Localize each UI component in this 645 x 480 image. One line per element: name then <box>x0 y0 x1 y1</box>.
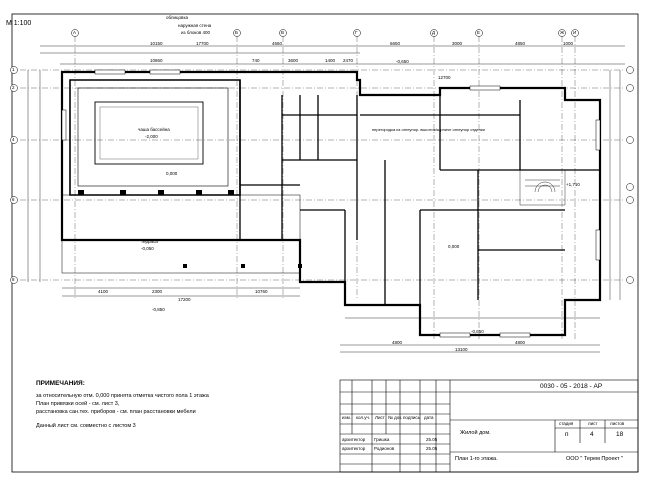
dim-seg-4: 3000 <box>452 41 463 46</box>
bottom-dimension-lines <box>62 287 600 353</box>
dim-sub-2: 740 <box>252 58 260 63</box>
dim-seg-3: 6650 <box>390 41 401 46</box>
tb-stage: п <box>565 431 569 438</box>
dim-sub-7: 12700 <box>438 75 451 80</box>
dim-seg-5: 4850 <box>515 41 526 46</box>
scale-label: М 1:100 <box>6 20 32 27</box>
interior-walls <box>239 80 600 305</box>
dim-bottom-left-total: 17200 <box>178 297 191 302</box>
tb-stage-header: стадия <box>559 421 574 426</box>
tb-object: Жилой дом. <box>460 430 491 436</box>
tb-header-date: дата <box>424 415 434 420</box>
dim-bottom-right-2: 4800 <box>515 340 526 345</box>
level-a-bottom: -0,650 <box>471 329 484 334</box>
axis-e: Е <box>477 30 481 35</box>
tb-sheets-header: листов <box>610 421 625 426</box>
dim-seg-6: 1000 <box>563 41 574 46</box>
tb-header-sign: подпись <box>403 415 421 420</box>
tb-role-2: архитектор <box>342 446 366 451</box>
partition-note: перегородка из огнеупор. высоток/кирпичн… <box>372 127 485 132</box>
drawing-code: 0030 - 05 - 2018 - АР <box>540 383 603 390</box>
dim-sub-4: 1400 <box>325 58 336 63</box>
note-line-1: за относительную отм. 0,000 принята отме… <box>36 393 209 399</box>
axis-2: 2 <box>12 85 15 90</box>
block-wall-label: из блоков 400 <box>181 30 211 35</box>
level-b-label: -0,850 <box>152 307 165 312</box>
axis-i: И <box>573 30 577 35</box>
tb-name-1: Гришка <box>374 437 390 442</box>
axis-a: А <box>73 30 77 35</box>
top-dimension-lines <box>40 45 625 65</box>
windows <box>61 69 601 338</box>
dim-bottom-left-1: 4100 <box>98 289 109 294</box>
exterior-walls <box>60 70 602 337</box>
columns <box>78 190 302 268</box>
axis-d: Д <box>432 30 436 35</box>
axis-4: 4 <box>12 137 15 142</box>
tb-sheets: 18 <box>616 431 624 438</box>
tb-company: ООО " Терем Проект " <box>566 456 623 462</box>
tb-date-2: 25.05 <box>426 446 438 451</box>
axis-1: 1 <box>12 67 15 72</box>
axis-bubbles-side <box>10 66 634 284</box>
level-a-label: -0,650 <box>396 59 409 64</box>
tb-header-doc: № док. <box>388 415 403 420</box>
axis-b: Б <box>235 30 238 35</box>
tb-header-izm: изм. <box>342 415 351 420</box>
tb-sheet: 4 <box>590 431 594 438</box>
dim-sub-5: 2470 <box>343 58 354 63</box>
dim-overall: 17700 <box>196 41 209 46</box>
axis-zh: Ж <box>560 30 565 35</box>
pool-bowl <box>94 101 204 165</box>
tb-role-1: архитектор <box>342 437 366 442</box>
note-line-3: расстановка сан.тех. приборов - см. план… <box>36 409 196 415</box>
dim-bottom-left-2: 2300 <box>152 289 163 294</box>
axis-bubbles-top <box>71 29 579 37</box>
dim-bottom-left-3: 10760 <box>255 289 268 294</box>
tb-date-1: 25.05 <box>426 437 438 442</box>
tb-header-list: Лист <box>375 415 385 420</box>
notes-title: ПРИМЕЧАНИЯ: <box>36 380 85 387</box>
axis-g: Г <box>355 30 358 35</box>
pool-bowl-label: чаша бассейна <box>138 127 170 132</box>
dim-seg-2: 4660 <box>272 41 283 46</box>
dim-bottom-right-total: 13100 <box>455 347 468 352</box>
side-dimension-lines <box>27 70 621 300</box>
note-line-5: Данный лист см. совместно с листом 3 <box>36 423 136 429</box>
tb-name-2: Родионов <box>374 446 395 451</box>
dim-bottom-right-1: 4800 <box>392 340 403 345</box>
terrace-label: терраса <box>141 239 158 244</box>
cladding-label: облицовка <box>166 15 189 20</box>
axis-6: 6 <box>12 197 15 202</box>
level-zero-pool: 0,000 <box>166 171 178 176</box>
terrace-level-label: -0,050 <box>141 246 154 251</box>
sheet-frame <box>11 13 639 473</box>
dim-sub-3: 3600 <box>288 58 299 63</box>
stair-level-label: +1,710 <box>566 182 580 187</box>
axis-v: В <box>281 30 285 35</box>
tb-sheet-title: План 1-го этажа. <box>455 456 498 462</box>
dim-sub-1: 10860 <box>150 58 163 63</box>
tb-header-kol: кол.уч. <box>356 415 371 420</box>
pool-level-label: -2,000 <box>145 134 158 139</box>
dim-seg-1: 10150 <box>150 41 163 46</box>
note-line-2: План привязки осей - см. лист 3, <box>36 401 120 407</box>
tb-sheet-header: лист <box>588 421 598 426</box>
level-zero-right: 0,000 <box>448 244 460 249</box>
axis-8: 8 <box>12 277 15 282</box>
staircase <box>519 169 566 206</box>
axis-grid <box>20 36 625 340</box>
terrace-outline <box>61 194 301 274</box>
title-block <box>339 379 639 473</box>
outer-wall-label: наружная стена <box>178 23 212 28</box>
